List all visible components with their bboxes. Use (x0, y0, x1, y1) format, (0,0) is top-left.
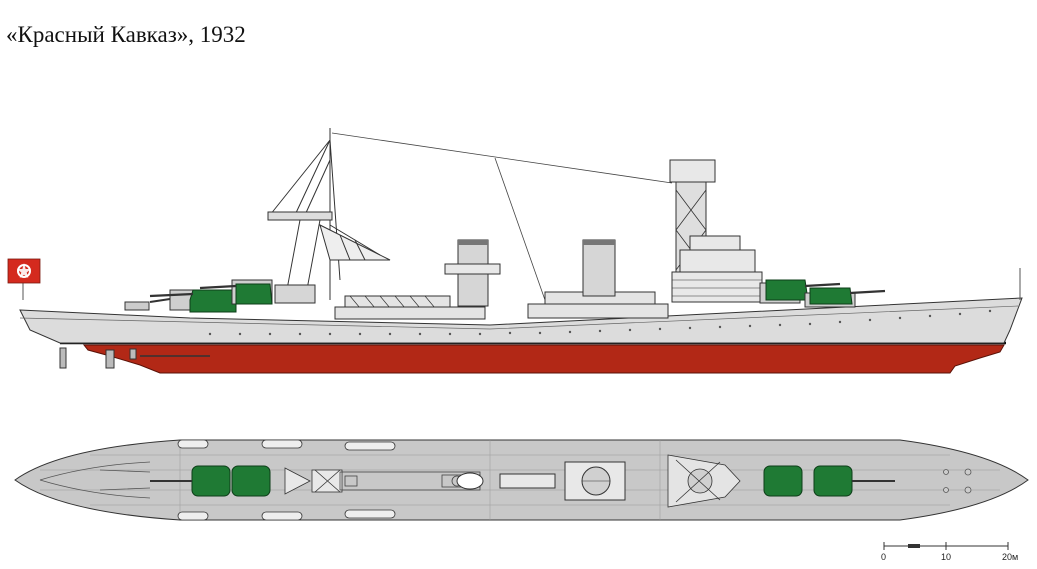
scale-label-20: 20м (1002, 552, 1018, 562)
fore-turrets-plan (763, 465, 895, 497)
scale-label-0: 0 (881, 552, 886, 562)
naval-flag-icon (7, 258, 41, 300)
plan-view (14, 439, 1029, 521)
hull-underwater (82, 344, 1005, 374)
aft-funnel (444, 239, 501, 307)
boats (177, 439, 396, 521)
hull-side (19, 297, 1023, 344)
scale-label-10: 10 (941, 552, 951, 562)
fore-funnel (582, 239, 616, 297)
aft-turret-2 (199, 279, 273, 305)
fore-turret-2 (804, 287, 886, 308)
aft-mast (267, 128, 391, 304)
aft-turret-1 (149, 289, 237, 313)
aft-turrets-plan (150, 465, 271, 497)
bridge-tower (669, 159, 763, 303)
propeller-icon (59, 347, 210, 369)
scale-bar: 0 10 20м (881, 542, 1018, 562)
side-profile (7, 128, 1023, 374)
midship-superstructure (334, 291, 669, 320)
bridge-plan (667, 454, 741, 508)
fore-turret-1 (759, 279, 841, 304)
drawing-title: «Красный Кавказ», 1932 (6, 22, 246, 47)
funnels-plan (456, 461, 626, 501)
